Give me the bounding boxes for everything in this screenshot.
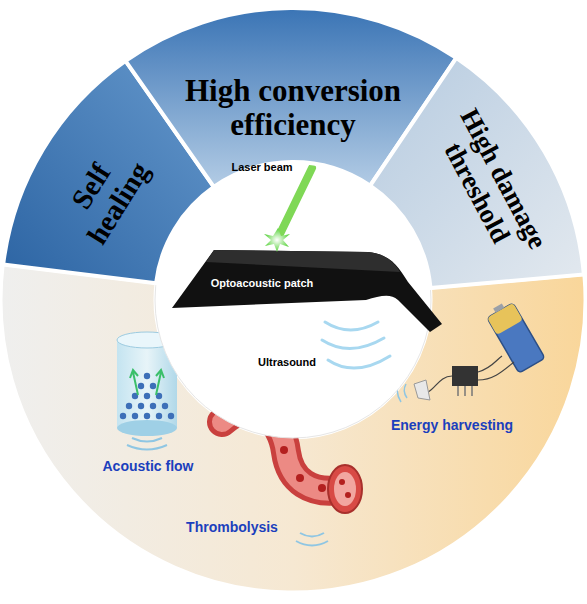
chip-pins <box>458 386 472 396</box>
ultrasound-waves <box>296 533 328 546</box>
flow-arrow <box>156 370 164 395</box>
chip <box>452 366 478 386</box>
illustration-label: Optoacoustic patch <box>211 277 314 289</box>
blood-cell <box>339 479 345 485</box>
particle <box>126 403 132 409</box>
illustration-label: Laser beam <box>231 161 292 173</box>
vessel-end <box>328 465 362 513</box>
battery <box>485 298 545 373</box>
particle <box>156 413 162 419</box>
particle <box>120 413 126 419</box>
ultrasound-wave <box>322 338 384 349</box>
blood-cell <box>296 474 304 482</box>
blood-cell <box>280 446 288 454</box>
vessel-opening <box>334 472 356 506</box>
particle <box>138 403 144 409</box>
speaker <box>414 380 430 400</box>
segment-fill <box>370 58 584 288</box>
particle <box>138 383 144 389</box>
optoacoustic-patch <box>172 250 442 332</box>
wire <box>428 376 452 392</box>
particle <box>144 413 150 419</box>
feature-title: High conversion efficiency <box>162 74 424 142</box>
particle <box>168 413 174 419</box>
laser-spot <box>264 228 290 252</box>
particle <box>144 393 150 399</box>
blood-cell <box>345 492 351 498</box>
application-label: Acoustic flow <box>102 458 193 474</box>
ultrasound-waves <box>127 438 167 450</box>
wires <box>478 356 514 380</box>
patch-top-face <box>206 250 400 272</box>
illustration-label: Ultrasound <box>258 356 316 368</box>
battery-cap <box>487 303 523 335</box>
particle <box>132 413 138 419</box>
ultrasound-wave <box>325 322 378 330</box>
battery-body <box>487 303 545 373</box>
particle <box>150 383 156 389</box>
particle-dots <box>120 373 174 419</box>
feature-segment: High damage threshold <box>367 54 587 291</box>
particle <box>144 373 150 379</box>
laser-beam <box>279 168 312 236</box>
application-label: Thrombolysis <box>186 519 278 535</box>
application-label: Energy harvesting <box>391 417 513 433</box>
particle <box>162 403 168 409</box>
blood-cell <box>318 484 326 492</box>
flow-arrow <box>130 370 138 395</box>
particle <box>150 403 156 409</box>
cylinder-bottom <box>117 420 177 436</box>
battery-terminal <box>493 303 504 312</box>
ultrasound-wave <box>328 356 390 368</box>
